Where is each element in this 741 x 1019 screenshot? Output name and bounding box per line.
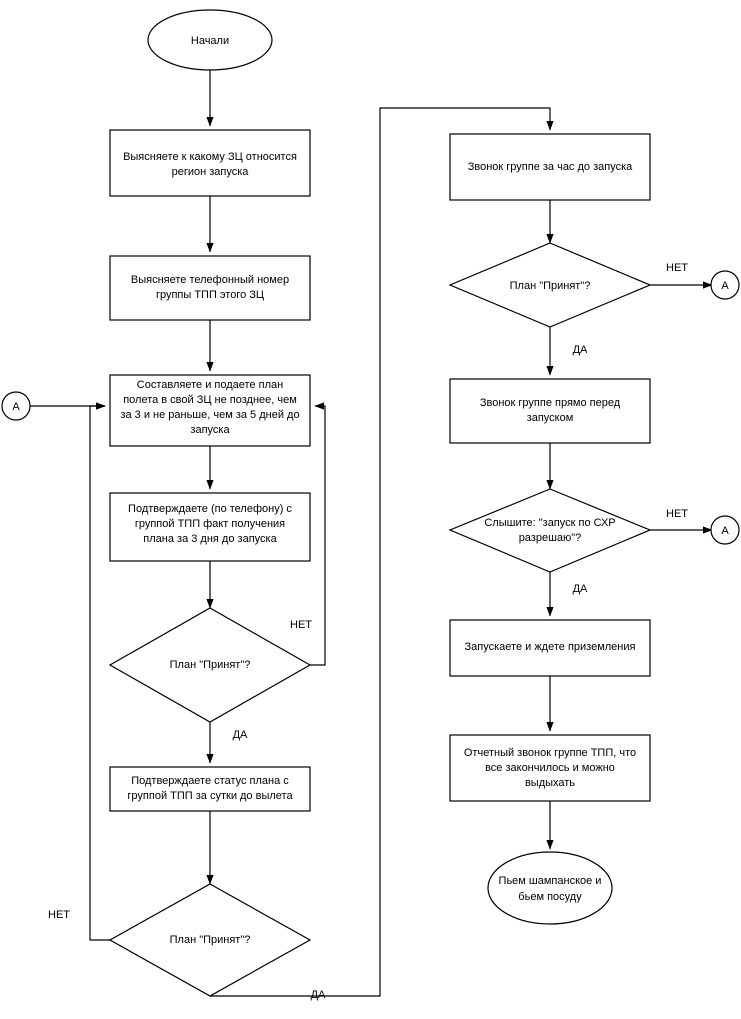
edge-label-no-4: НЕТ [666, 508, 688, 520]
confirm-status-box [109, 766, 311, 812]
node-end[interactable]: Пьем шампанское и бьем посуду [487, 851, 613, 925]
find-zc-label-line-1: Выясняете к какому ЗЦ относится [123, 151, 297, 163]
decision-accepted-3-shape [448, 242, 652, 328]
launch-wait-label: Запускаете и ждете приземления [465, 641, 636, 653]
decision-accepted-1-shape [108, 607, 312, 723]
node-call-hour-before[interactable]: Звонок группе за час до запуска [449, 133, 651, 201]
node-decision-hear-permission[interactable]: Слышите: "запуск по СХР разрешаю"? [448, 488, 652, 573]
decision-hear-permission-shape [448, 488, 652, 573]
node-confirm-receipt[interactable]: Подтверждаете (по телефону) с группой ТП… [109, 492, 311, 562]
report-call-box [449, 734, 651, 802]
decision-accepted-2-shape [108, 883, 312, 997]
end-terminator-label-line-2: бьем посуду [518, 891, 582, 903]
call-hour-before-label: Звонок группе за час до запуска [468, 161, 633, 173]
submit-plan-label-line-1: Составляете и подаете план [137, 379, 283, 391]
node-submit-plan[interactable]: Составляете и подаете план полета в свой… [109, 374, 311, 447]
edge-label-yes-4: ДА [573, 583, 588, 595]
edge-decision-2-yes-to-right-column [210, 107, 554, 997]
edge-label-no-2: НЕТ [48, 909, 70, 921]
confirm-receipt-label-line-2: группой ТПП факт получения [135, 518, 285, 530]
submit-plan-label-line-4: запуска [190, 424, 230, 436]
connector-a-right-bottom-shape [710, 515, 740, 545]
edge-decision-2-no-loop [89, 402, 110, 941]
node-connector-a-left[interactable]: A [1, 391, 31, 421]
connector-a-left-shape [1, 391, 31, 421]
edge-label-yes-1: ДА [233, 729, 248, 741]
find-phone-box [109, 255, 311, 321]
node-launch-wait[interactable]: Запускаете и ждете приземления [449, 619, 651, 677]
edge-labels-layer: НЕТ ДА НЕТ ДА НЕТ ДА НЕТ ДА [48, 262, 688, 1001]
connector-a-right-top-shape [710, 270, 740, 300]
node-decision-accepted-3[interactable]: План "Принят"? [448, 242, 652, 328]
decision-hear-permission-label-line-1: Слышите: "запуск по СХР [484, 517, 615, 529]
end-terminator-label-line-1: Пьем шампанское и [499, 875, 602, 887]
edge-label-yes-2: ДА [311, 989, 326, 1001]
edge-label-no-3: НЕТ [666, 262, 688, 274]
report-call-label-line-3: выдыхать [525, 777, 575, 789]
end-terminator-shape [487, 851, 613, 925]
node-find-phone[interactable]: Выясняете телефонный номер группы ТПП эт… [109, 255, 311, 321]
call-right-before-box [449, 378, 651, 444]
confirm-status-label-line-1: Подтверждаете статус плана с [131, 775, 289, 787]
node-connector-a-right-top[interactable]: A [710, 270, 740, 300]
node-start[interactable]: Начали [147, 9, 273, 71]
node-report-call[interactable]: Отчетный звонок группе ТПП, что все зако… [449, 734, 651, 802]
submit-plan-box [109, 374, 311, 447]
submit-plan-label-line-3: за 3 и не раньше, чем за 5 дней до [120, 409, 299, 421]
confirm-status-label-line-2: группой ТПП за сутки до вылета [127, 790, 293, 802]
confirm-receipt-box [109, 492, 311, 562]
edge-label-yes-3: ДА [573, 344, 588, 356]
node-confirm-status[interactable]: Подтверждаете статус плана с группой ТПП… [109, 766, 311, 812]
report-call-label-line-1: Отчетный звонок группе ТПП, что [464, 747, 636, 759]
edge-label-no-1: НЕТ [290, 619, 312, 631]
node-find-zc[interactable]: Выясняете к какому ЗЦ относится регион з… [109, 129, 311, 197]
confirm-receipt-label-line-1: Подтверждаете (по телефону) с [128, 503, 292, 515]
edges-layer [30, 70, 713, 997]
node-decision-accepted-2[interactable]: План "Принят"? [108, 883, 312, 997]
find-zc-label-line-2: регион запуска [172, 166, 250, 178]
launch-wait-box [449, 619, 651, 677]
connector-a-left-label: A [12, 401, 20, 413]
decision-accepted-2-label: План "Принят"? [170, 934, 251, 946]
find-phone-label-line-2: группы ТПП этого ЗЦ [156, 289, 264, 301]
decision-accepted-1-label: План "Принят"? [170, 659, 251, 671]
report-call-label-line-2: все закончилось и можно [485, 762, 615, 774]
edge-decision-1-no-loop [310, 402, 326, 666]
node-connector-a-right-bottom[interactable]: A [710, 515, 740, 545]
node-call-right-before[interactable]: Звонок группе прямо перед запуском [449, 378, 651, 444]
call-hour-before-box [449, 133, 651, 201]
find-phone-label-line-1: Выясняете телефонный номер [131, 274, 289, 286]
call-right-before-label-line-1: Звонок группе прямо перед [480, 397, 621, 409]
node-decision-accepted-1[interactable]: План "Принят"? [108, 607, 312, 723]
start-terminator-label: Начали [191, 35, 229, 47]
confirm-receipt-label-line-3: плана за 3 дня до запуска [143, 533, 277, 545]
connector-a-right-bottom-label: A [721, 525, 729, 537]
decision-hear-permission-label-line-2: разрешаю"? [519, 532, 582, 544]
start-terminator-shape [147, 9, 273, 71]
call-right-before-label-line-2: запуском [527, 412, 574, 424]
submit-plan-label-line-2: полета в свой ЗЦ не позднее, чем [123, 394, 297, 406]
decision-accepted-3-label: План "Принят"? [510, 280, 591, 292]
connector-a-right-top-label: A [721, 280, 729, 292]
find-zc-box [109, 129, 311, 197]
